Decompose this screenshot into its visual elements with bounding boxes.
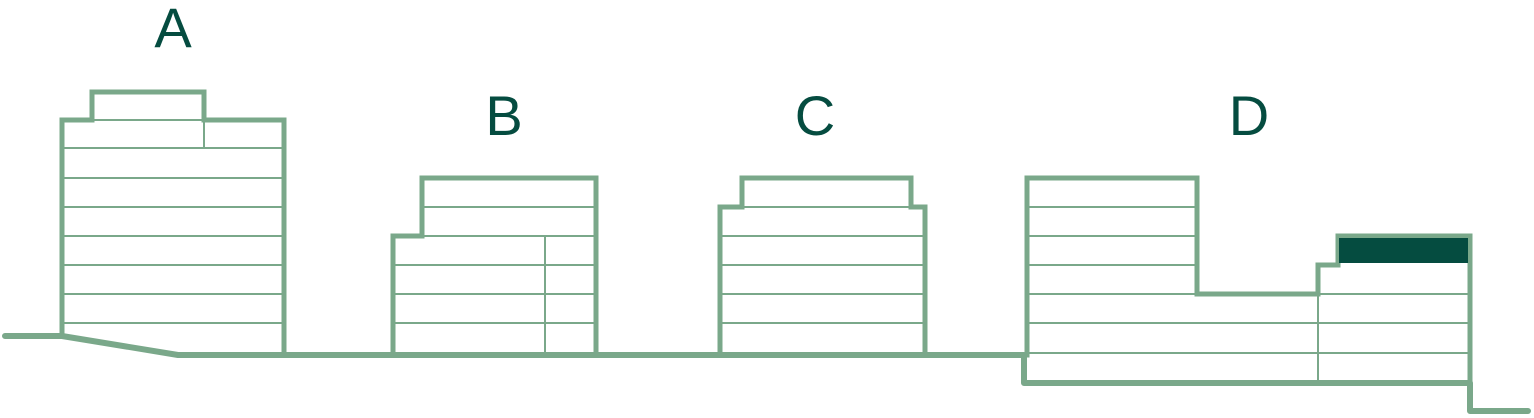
building-a-outline (59, 89, 287, 356)
building-d (1024, 175, 1473, 386)
building-label-d: D (1228, 84, 1270, 147)
building-c-floor-lines (720, 206, 925, 324)
building-d-highlighted-floor (1339, 238, 1468, 263)
building-label-b: B (485, 84, 523, 147)
building-d-floor-lines (1027, 206, 1470, 383)
building-a-floor-lines (62, 119, 284, 324)
building-b (390, 175, 599, 356)
building-d-outline (1024, 175, 1473, 386)
building-c (717, 175, 928, 356)
building-a (59, 89, 287, 356)
building-b-floor-lines (393, 206, 596, 353)
ground-line (2, 333, 1531, 414)
building-label-c: C (794, 84, 836, 147)
building-label-a: A (154, 0, 192, 59)
building-c-outline (717, 175, 928, 356)
